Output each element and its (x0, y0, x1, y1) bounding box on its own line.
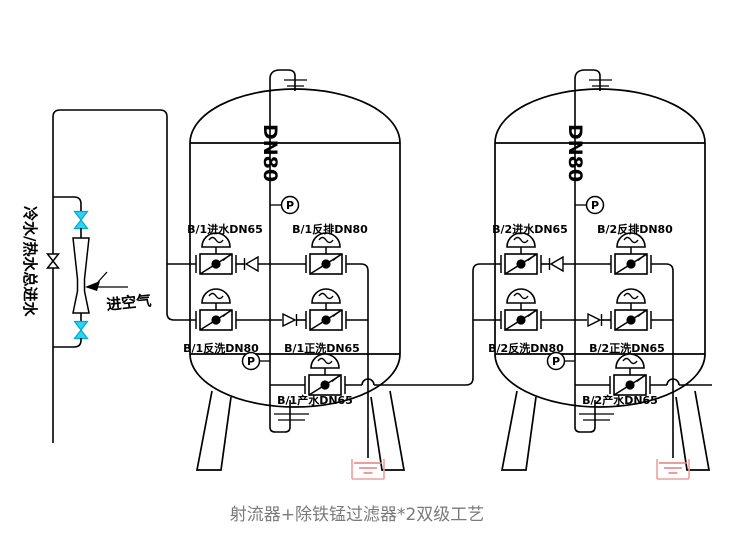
ejector-branch-top (53, 196, 82, 212)
tank-1-left-leg (195, 390, 232, 471)
tank-2-inlet-stub (472, 263, 501, 272)
bypass-valve-icon (45, 253, 61, 269)
gauge-letter: P (552, 355, 560, 368)
tank-1-vent-gooseneck-icon (269, 69, 307, 100)
tank-1-piping: B/1进水DN65 B/1反排DN80 B/1反洗DN80 B/1正洗DN65 … (183, 222, 501, 480)
diagram-caption: 射流器+除铁锰过滤器*2双级工艺 (230, 505, 485, 525)
tank-2-riser-pipe (574, 100, 596, 433)
ejector-branch-bottom (53, 338, 82, 348)
tank-1-riser-size-label: DN80 (259, 124, 281, 182)
tank-2-dome (494, 88, 706, 144)
tank-1-backwash-drain-valve-label: B/1反排DN80 (292, 222, 368, 236)
motorized-valve-rinse-icon (610, 288, 652, 331)
tank-2-drain-line (651, 263, 674, 458)
main-inlet-label: 冷水/热水总进水 (21, 206, 39, 317)
tank-2-pressure-gauge-top: P (575, 195, 605, 215)
reducer-icon (282, 313, 298, 327)
air-pinch-valve-top-icon (73, 210, 89, 230)
reducer-icon (243, 256, 259, 272)
motorized-valve-backwash-icon (500, 288, 542, 331)
gauge-letter: P (247, 355, 255, 368)
tank-1-inlet-valve-label: B/1进水DN65 (187, 222, 263, 236)
tank-2: DN80 P P (494, 69, 711, 471)
tank-1-shell (189, 88, 406, 471)
gauge-letter: P (286, 199, 294, 212)
tank-2-product-line (650, 378, 712, 386)
tank-1: DN80 P P (189, 69, 406, 471)
air-inlet-arrow-icon (85, 271, 128, 291)
tank-2-riser-size-label: DN80 (564, 124, 586, 182)
tank-1-dish (189, 353, 401, 408)
air-pinch-valve-bottom-icon (73, 320, 89, 340)
tank-1-boot-cap-icon (274, 413, 309, 421)
tank-1-product-valve-label: B/1产水DN65 (277, 393, 353, 407)
tank-1-right-leg (370, 390, 406, 471)
tank-1-riser-pipe (269, 100, 291, 433)
tank-2-boot-cap-icon (579, 413, 614, 421)
tank-2-product-valve-label: B/2产水DN65 (582, 393, 658, 407)
air-inlet-label: 进空气 (106, 291, 153, 314)
motorized-valve-product-icon (304, 353, 346, 396)
tank-2-pressure-gauge-bottom: P (546, 351, 575, 371)
tank-2-piping: B/2进水DN65 B/2反排DN80 B/2反洗DN80 B/2正洗DN65 … (488, 222, 712, 480)
tank-2-dish (494, 353, 706, 408)
tank-2-backwash-valve-label: B/2反洗DN80 (488, 341, 564, 355)
tank-2-backwash-drain-valve-label: B/2反排DN80 (597, 222, 673, 236)
motorized-valve-rinse-icon (305, 288, 347, 331)
motorized-valve-inlet-icon (500, 232, 542, 275)
motorized-valve-backwash-icon (195, 288, 237, 331)
tank-2-inlet-valve-label: B/2进水DN65 (492, 222, 568, 236)
tank-1-backwash-valve-label: B/1反洗DN80 (183, 341, 259, 355)
tank-2-rinse-valve-label: B/2正洗DN65 (589, 341, 665, 355)
motorized-valve-product-icon (609, 353, 651, 396)
tank-1-dome (189, 88, 401, 144)
tank-2-sewer-drain-icon (656, 458, 690, 480)
ejector-icon (72, 237, 90, 314)
gauge-letter: P (591, 199, 599, 212)
main-inlet-line (52, 109, 196, 443)
left-supply-system: 进空气 冷水/热水总进水 (21, 109, 196, 443)
tank-1-sewer-drain-icon (351, 458, 385, 480)
tank-2-vent-gooseneck-icon (574, 69, 612, 100)
tank-2-right-leg (675, 390, 711, 471)
motorized-valve-inlet-icon (195, 232, 237, 275)
tank-1-pressure-gauge-bottom: P (241, 351, 270, 371)
tank-1-rinse-valve-label: B/1正洗DN65 (284, 341, 360, 355)
reducer-icon (548, 256, 564, 272)
motorized-valve-backwash-drain-icon (305, 232, 347, 275)
tank-1-product-line (345, 271, 474, 386)
tank-2-shell (494, 88, 711, 471)
reducer-icon (587, 313, 603, 327)
tank-1-drain-line (346, 263, 369, 458)
tank-2-left-leg (500, 390, 537, 471)
tank-1-pressure-gauge-top: P (270, 195, 300, 215)
motorized-valve-backwash-drain-icon (610, 232, 652, 275)
